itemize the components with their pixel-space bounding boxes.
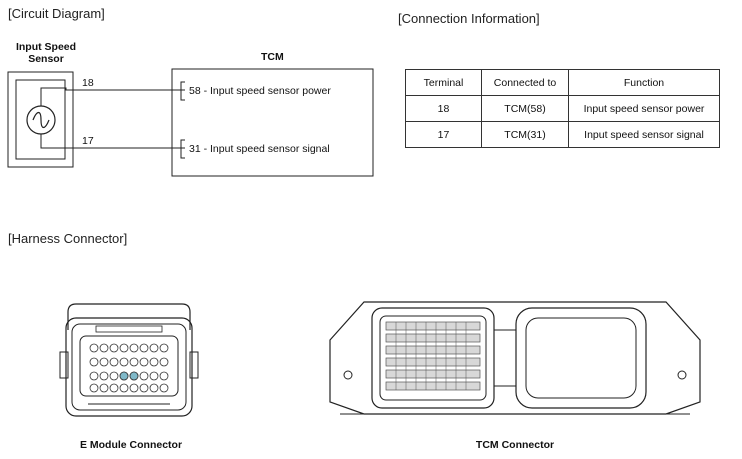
table-header-row: Terminal Connected to Function xyxy=(405,69,720,96)
pin-18-label: 18 xyxy=(82,77,94,89)
sensor-label: Input Speed Sensor xyxy=(8,41,84,65)
tcm-connector-drawing xyxy=(329,301,701,415)
e-module-connector-drawing xyxy=(59,303,199,417)
table-cell: Input speed sensor signal xyxy=(568,121,720,148)
tcm-connector-label: TCM Connector xyxy=(475,439,555,451)
header-connected-to: Connected to xyxy=(481,69,569,96)
table-cell: 17 xyxy=(405,121,482,148)
tcm-pin-31-label: 31 - Input speed sensor signal xyxy=(189,143,330,155)
circuit-diagram-title: [Circuit Diagram] xyxy=(8,6,105,21)
header-function: Function xyxy=(568,69,720,96)
sensor-label-line1: Input Speed xyxy=(15,41,77,53)
tcm-box xyxy=(171,68,374,177)
sensor-wave-symbol xyxy=(32,111,50,129)
tcm-pin-58-bracket xyxy=(180,81,185,101)
header-terminal: Terminal xyxy=(405,69,482,96)
e-module-connector-label: E Module Connector xyxy=(79,439,183,451)
tcm-pin-31-bracket xyxy=(180,139,185,159)
sensor-label-line2: Sensor xyxy=(28,53,64,65)
table-row: 17 TCM(31) Input speed sensor signal xyxy=(405,121,720,148)
table-cell: Input speed sensor power xyxy=(568,95,720,122)
table-cell: TCM(58) xyxy=(481,95,569,122)
table-row: 18 TCM(58) Input speed sensor power xyxy=(405,95,720,122)
connection-table: Terminal Connected to Function 18 TCM(58… xyxy=(405,69,720,148)
tcm-label: TCM xyxy=(261,51,284,63)
wire-18 xyxy=(40,87,185,106)
sensor-outer-box xyxy=(7,71,74,168)
wire-17 xyxy=(40,134,185,149)
table-cell: TCM(31) xyxy=(481,121,569,148)
pin-17-label: 17 xyxy=(82,135,94,147)
tcm-pin-58-label: 58 - Input speed sensor power xyxy=(189,85,331,97)
harness-connector-title: [Harness Connector] xyxy=(8,231,128,246)
connection-info-title: [Connection Information] xyxy=(398,11,540,26)
table-cell: 18 xyxy=(405,95,482,122)
sensor-inner-box xyxy=(15,79,66,160)
